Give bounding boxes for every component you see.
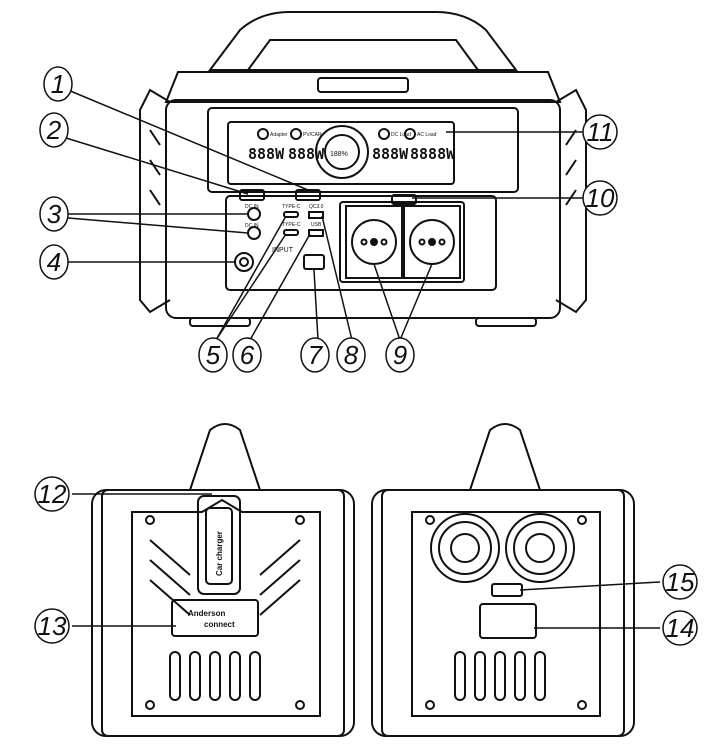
callout-badge-14: [662, 610, 698, 646]
callout-12: 12: [38, 479, 67, 509]
lcd-text: Adapter PV/CAR DC Load AC Load 888W 888W…: [248, 132, 456, 163]
anderson-label-2: connect: [204, 620, 235, 629]
callout-badge-10: [582, 180, 618, 216]
callout-13: 13: [38, 611, 67, 641]
lcd-input-1: 888W: [248, 145, 285, 163]
callout-9: 9: [393, 340, 407, 370]
lcd-adapter-label: Adapter: [270, 132, 288, 138]
callout-14: 14: [666, 613, 695, 643]
back-port[interactable]: [479, 603, 537, 639]
callout-badge-8: [336, 337, 366, 373]
callout-badge-5: [198, 337, 228, 373]
fan-switch[interactable]: [491, 583, 523, 597]
top-shell: [164, 71, 562, 103]
main-body: [165, 99, 561, 319]
typec-label-2: TYPE-C: [282, 222, 301, 228]
ac-outlet-panel: [339, 201, 465, 283]
lcd-display: [227, 121, 455, 185]
callout-10: 10: [586, 183, 615, 213]
carry-handle: [208, 11, 518, 71]
usb-label: USB: [311, 222, 322, 228]
lcd-output-1: 888W: [372, 145, 409, 163]
front-view: [139, 11, 587, 327]
callout-5: 5: [206, 340, 221, 370]
callout-badge-3: [39, 196, 69, 232]
callout-3: 3: [47, 199, 62, 229]
callout-badge-2: [39, 112, 69, 148]
callout-badge-9: [385, 337, 415, 373]
callout-badge-7: [300, 337, 330, 373]
lcd-acload-label: AC Load: [417, 132, 437, 138]
car-charger-label: Car charger: [215, 531, 224, 576]
callout-lines: [65, 89, 661, 629]
qc-label: QC3.0: [309, 204, 324, 210]
anderson-port[interactable]: [171, 599, 259, 637]
qc-port[interactable]: [308, 211, 324, 219]
wireless-button[interactable]: [303, 254, 325, 270]
cooling-fan-right: [505, 513, 575, 583]
callout-11: 11: [587, 117, 614, 147]
callout-2: 2: [46, 115, 62, 145]
callout-4: 4: [47, 247, 61, 277]
lcd-pvcar-label: PV/CAR: [303, 132, 322, 138]
callout-8: 8: [344, 340, 359, 370]
lcd-dcload-label: DC Load: [391, 132, 411, 138]
callout-1: 1: [51, 69, 65, 99]
typec-port-1[interactable]: [283, 211, 299, 218]
callout-badge-1: [43, 66, 73, 102]
power-button[interactable]: [239, 189, 265, 201]
dc-in-label-1: DC IN: [245, 204, 259, 210]
lcd-output-2: 8888W: [410, 145, 456, 163]
callout-badge-15: [662, 564, 698, 600]
typec-port-2[interactable]: [283, 229, 299, 236]
anderson-label-1: Anderson: [188, 609, 225, 618]
callout-badge-11: [582, 114, 618, 150]
lcd-percent: 188%: [330, 151, 348, 158]
dc-in-label-2: DC IN: [245, 223, 259, 229]
callout-7: 7: [308, 340, 324, 370]
callout-badge-6: [232, 337, 262, 373]
side-view-left: [91, 423, 355, 737]
callout-badge-4: [39, 244, 69, 280]
typec-label-1: TYPE-C: [282, 204, 301, 210]
callouts: [34, 66, 698, 646]
side-view-right: [371, 423, 635, 737]
ac-switch-button[interactable]: [391, 194, 417, 205]
callout-numbers: 1 2 3 4 5 6 7 8 9 10 11 12 13 14 15: [38, 69, 695, 643]
panel-text: DC IN DC IN TYPE-C TYPE-C QC3.0 USB INPU…: [245, 204, 324, 254]
callout-6: 6: [240, 340, 255, 370]
usb-port[interactable]: [308, 229, 324, 237]
callout-badge-13: [34, 608, 70, 644]
callout-badge-12: [34, 476, 70, 512]
lcd-input-2: 888W: [288, 145, 325, 163]
callout-15: 15: [666, 567, 695, 597]
car-charger-port-housing: [197, 495, 241, 595]
cooling-fan-left: [430, 513, 500, 583]
ac-input-port[interactable]: [234, 252, 254, 272]
input-label: INPUT: [272, 247, 294, 254]
